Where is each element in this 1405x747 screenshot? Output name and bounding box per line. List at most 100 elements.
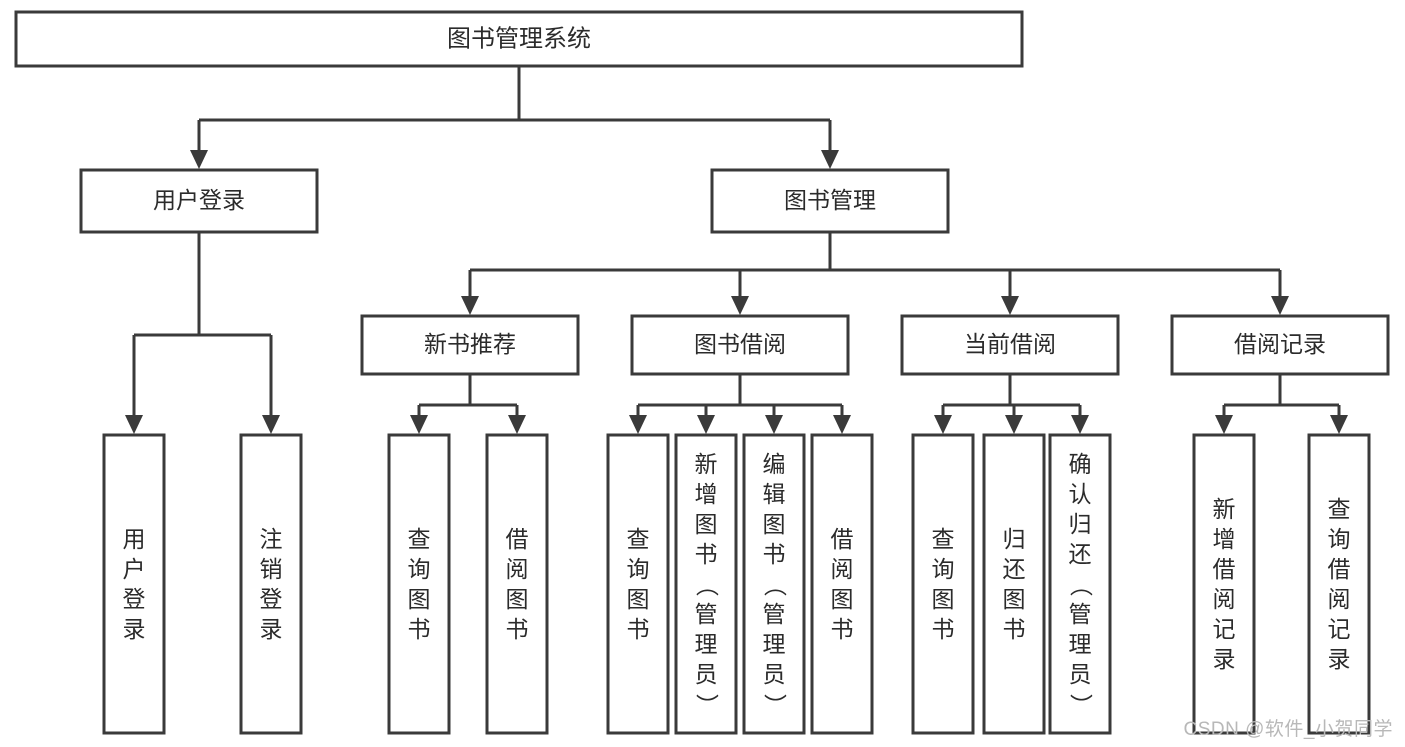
node-label-char: 登 [260,586,283,612]
node-label-char: 理 [695,631,718,657]
node-label-char: 确 [1069,451,1092,477]
node-box [810,433,874,735]
node-label-char: 书 [506,616,529,642]
node-label-char: 编 [763,451,786,477]
node-label-char: （ [1068,574,1094,597]
node-box [710,168,950,234]
node-box [606,433,670,735]
connector-arrowhead [833,415,851,434]
node-label-char: 管 [695,601,718,627]
node-label-char: 员 [763,661,786,687]
node-label-char: 查 [627,526,650,552]
node-label-char: 图 [695,511,718,537]
node-label-char: 借 [1328,556,1351,582]
node-box [1307,433,1371,735]
node-box [742,433,806,735]
connector-arrowhead [461,296,479,315]
node-label: 用户登录 [153,187,245,213]
node-label-char: 理 [1069,631,1092,657]
node-box [239,433,303,735]
node-box [911,433,975,735]
node-borrow-record[interactable]: 借阅记录 [1170,314,1390,376]
node-leaf-borrow-book-1[interactable]: 借阅图书借阅图书 [485,433,549,735]
node-leaf-user-logout[interactable]: 注销登录注销登录 [239,433,303,735]
node-leaf-borrow-book-2[interactable]: 借阅图书借阅图书 [810,433,874,735]
connector-arrowhead [731,296,749,315]
node-root[interactable]: 图书管理系统 [14,10,1024,68]
connector-arrowhead [1071,415,1089,434]
node-label-char: 图 [408,586,431,612]
node-label-char: 阅 [506,556,529,582]
node-label-char: 书 [695,541,718,567]
connector-arrowhead [697,415,715,434]
node-label: 借阅记录 [1234,331,1326,357]
node-leaf-query-record[interactable]: 查询借阅记录查询借阅记录 [1307,433,1371,735]
node-label-char: 图 [506,586,529,612]
connector-arrowhead [262,415,280,434]
node-label: 当前借阅 [964,331,1056,357]
node-label-char: 询 [1328,526,1351,552]
node-book-borrow[interactable]: 图书借阅 [630,314,850,376]
node-label-char: 询 [408,556,431,582]
node-label-char: 辑 [763,481,786,507]
node-leaf-return-book[interactable]: 归还图书归还图书 [982,433,1046,735]
node-new-book-recommend[interactable]: 新书推荐 [360,314,580,376]
node-label-char: 注 [260,526,283,552]
node-label-char: 图 [932,586,955,612]
node-current-borrow[interactable]: 当前借阅 [900,314,1120,376]
node-box [900,314,1120,376]
node-label-char: 图 [831,586,854,612]
node-box [1170,314,1390,376]
node-label-char: 新 [695,451,718,477]
node-leaf-query-book-3[interactable]: 查询图书查询图书 [911,433,975,735]
node-label-char: 用 [123,526,146,552]
node-leaf-add-record[interactable]: 新增借阅记录新增借阅记录 [1192,433,1256,735]
node-label-char: 图 [627,586,650,612]
connector-arrowhead [190,150,208,169]
node-box [102,433,166,735]
connector-arrowhead [410,415,428,434]
node-label-char: 管 [1069,601,1092,627]
node-label-char: ） [762,694,788,717]
node-label-char: 阅 [1213,586,1236,612]
connector-arrowhead [508,415,526,434]
node-label-char: 归 [1003,526,1026,552]
connector-arrowhead [821,150,839,169]
node-label-char: 记 [1328,616,1351,642]
node-leaf-query-book-2[interactable]: 查询图书查询图书 [606,433,670,735]
node-label-char: 员 [1069,661,1092,687]
node-label-char: 认 [1069,481,1092,507]
node-label-char: 录 [1328,646,1351,672]
node-box [1048,433,1112,735]
node-leaf-user-login[interactable]: 用户登录用户登录 [102,433,166,735]
connector-arrowhead [629,415,647,434]
node-label-char: 归 [1069,511,1092,537]
connector-arrowhead [1271,296,1289,315]
node-box [630,314,850,376]
connector-arrowhead [934,415,952,434]
node-label-char: 询 [627,556,650,582]
node-label-char: 员 [695,661,718,687]
node-label-char: 借 [1213,556,1236,582]
node-label-char: 借 [831,526,854,552]
node-book-management[interactable]: 图书管理 [710,168,950,234]
connector-arrowhead [1215,415,1233,434]
node-label-char: 查 [1328,496,1351,522]
node-leaf-query-book-1[interactable]: 查询图书查询图书 [387,433,451,735]
node-label-char: 管 [763,601,786,627]
connector-arrowhead [1330,415,1348,434]
node-user-login[interactable]: 用户登录 [79,168,319,234]
node-label-char: 书 [408,616,431,642]
node-label-char: 登 [123,586,146,612]
node-box [485,433,549,735]
node-label-char: 录 [1213,646,1236,672]
node-label-char: 借 [506,526,529,552]
node-label-char: ） [1068,694,1094,717]
node-label-char: 图 [1003,586,1026,612]
connector-arrowhead [1005,415,1023,434]
